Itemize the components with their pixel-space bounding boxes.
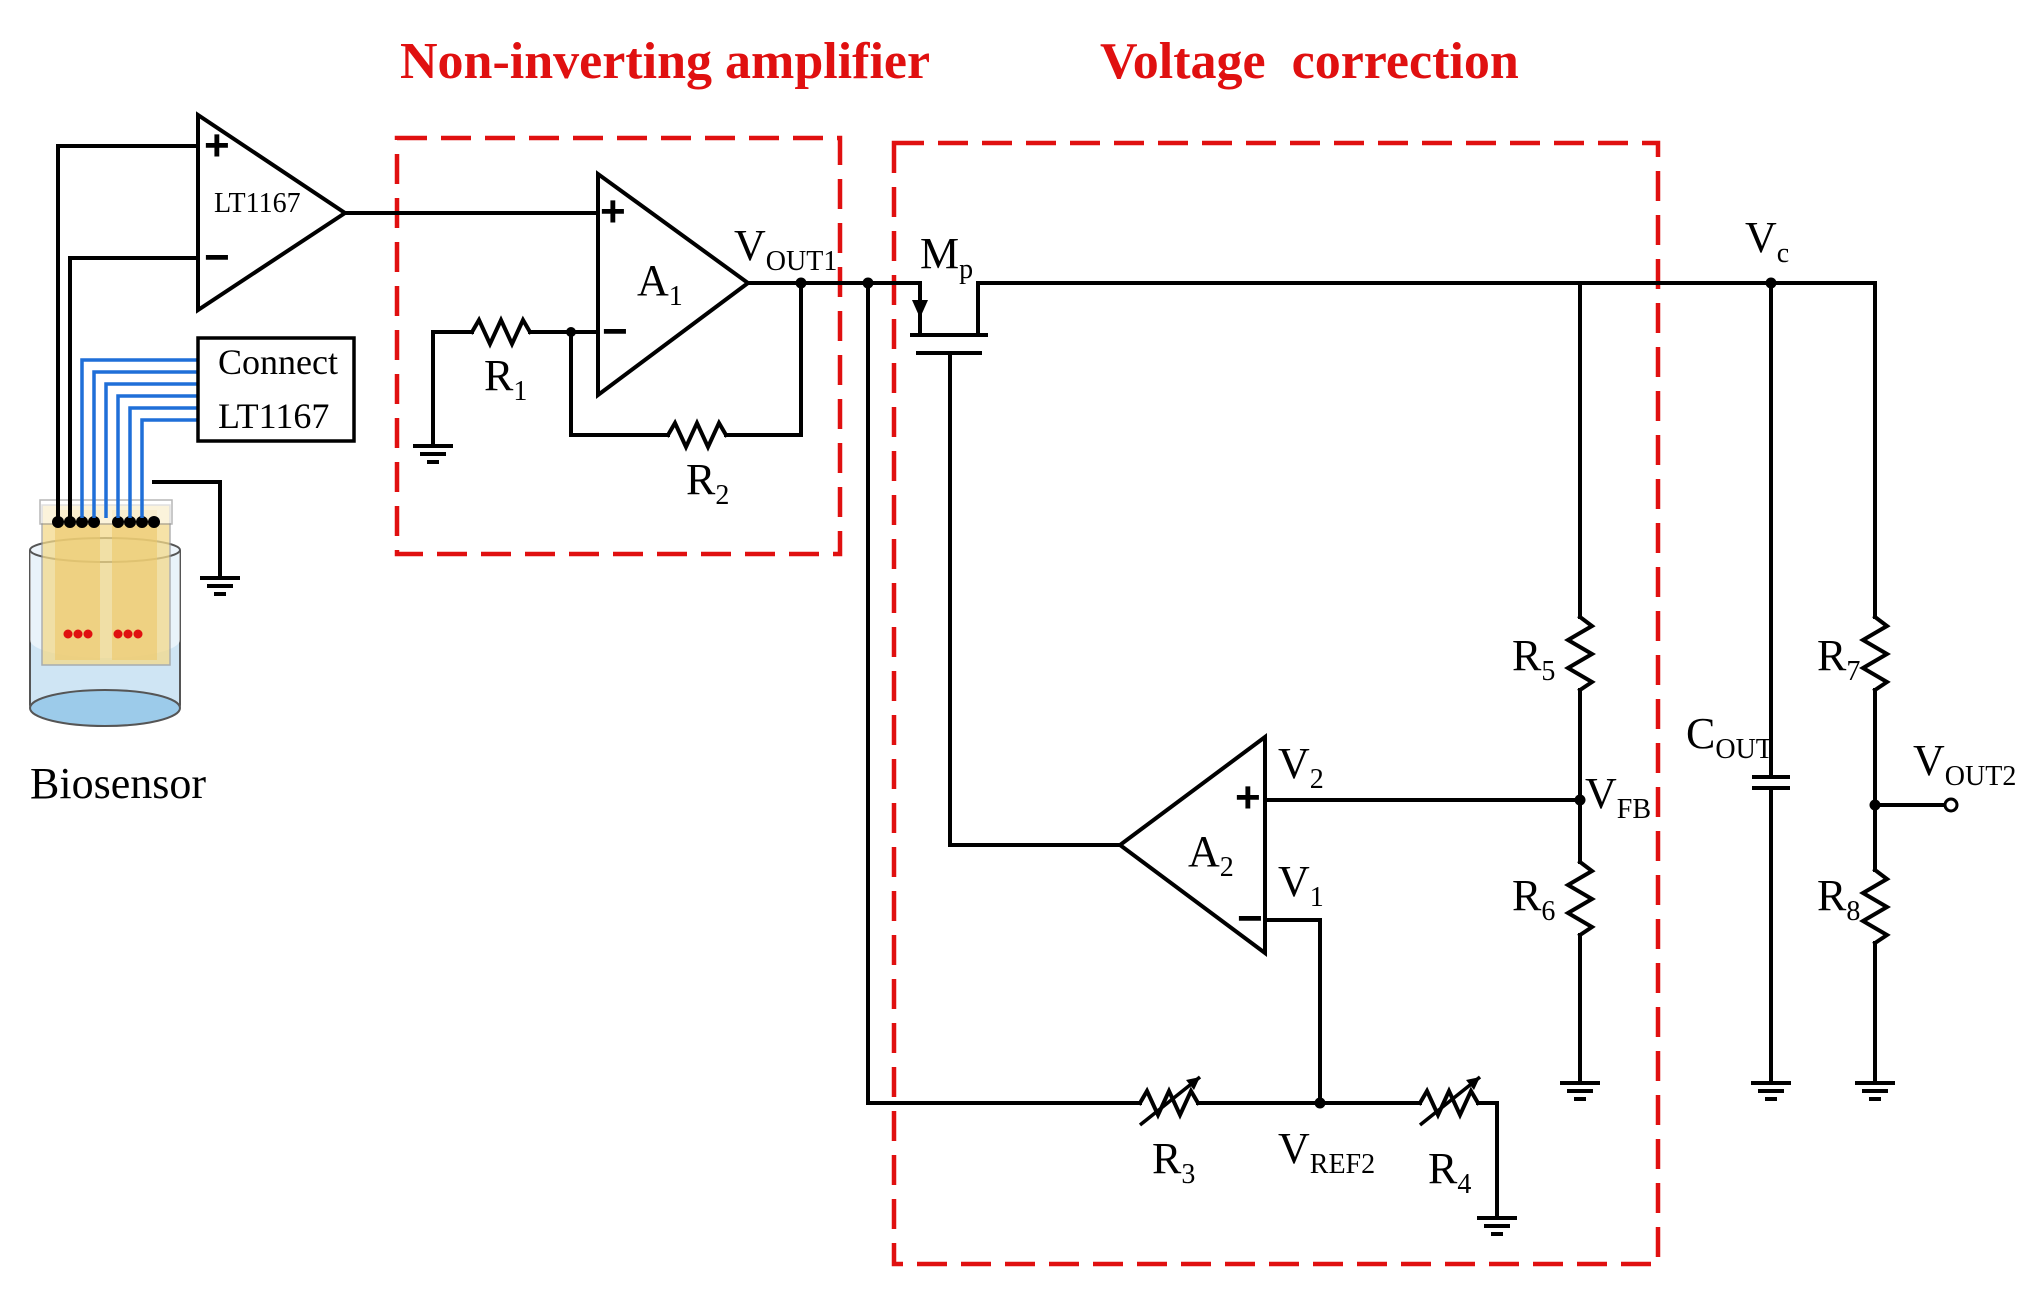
title-non-inverting-amplifier: Non-inverting amplifier <box>400 33 930 90</box>
r7-label: R7 <box>1817 631 1860 687</box>
connect-label: Connect <box>218 342 338 382</box>
connect-lt1167-label: LT1167 <box>218 396 329 436</box>
ina-minus-input-wire <box>68 256 200 520</box>
vc-rail <box>983 281 1877 619</box>
mp-gate-wire <box>948 351 1122 847</box>
ground-icon <box>198 576 242 596</box>
op-amp-a2 <box>1116 733 1267 957</box>
lt1167-amplifier <box>196 111 349 314</box>
resistor-r7 <box>1859 614 1891 693</box>
a1-plus-sign: + <box>600 187 626 236</box>
r1-label: R1 <box>484 351 527 407</box>
ground-icon <box>1749 1081 1793 1101</box>
op-amp-a1 <box>596 170 752 399</box>
resistor-r2 <box>665 418 729 452</box>
r4-label: R4 <box>1428 1144 1471 1200</box>
a2-minus-wire <box>1263 918 1322 1105</box>
connect-lt1167-box <box>196 336 356 443</box>
mp-arrow <box>912 300 928 318</box>
vout2-terminal <box>1943 797 1959 813</box>
r5-label: R5 <box>1512 631 1555 687</box>
r6-label: R6 <box>1512 871 1555 927</box>
vref2-node <box>1314 1097 1326 1109</box>
a2-label: A2 <box>1188 827 1234 883</box>
sensor-ground-wire <box>152 480 222 580</box>
vout1-node <box>795 277 807 289</box>
a1-minus-sign: − <box>602 307 628 356</box>
lt1167-label: LT1167 <box>214 188 301 219</box>
vout2-label: VOUT2 <box>1913 736 2016 792</box>
non-inverting-amplifier-box <box>394 135 843 557</box>
r3-arrow-head <box>1186 1077 1200 1090</box>
mp-drain-lead <box>976 281 987 337</box>
ground-icon <box>1558 1081 1602 1101</box>
a1-label: A1 <box>637 256 683 312</box>
ina-plus-input-wire <box>56 144 200 520</box>
r4-ground-wire <box>1476 1101 1499 1220</box>
resistor-r3 <box>1137 1086 1201 1120</box>
r1-ground-wire <box>431 330 474 434</box>
ground-icon <box>1475 1216 1519 1236</box>
title-voltage-correction: Voltage correction <box>1100 33 1519 90</box>
biosensor <box>29 499 181 727</box>
resistor-r4 <box>1417 1086 1481 1120</box>
r4-arrow-head <box>1466 1077 1480 1090</box>
electrode-dots <box>63 629 143 639</box>
mp-label: Mp <box>920 229 973 285</box>
vc-label: Vc <box>1745 213 1789 269</box>
vfb-label: VFB <box>1585 769 1651 825</box>
v1-label: V1 <box>1278 857 1324 913</box>
vout1-label: VOUT1 <box>734 221 837 277</box>
electrode-terminals <box>52 516 160 528</box>
vref2-label: VREF2 <box>1278 1124 1375 1180</box>
cout-label: COUT <box>1686 709 1773 765</box>
ground-icon <box>411 444 455 464</box>
r2-label: R2 <box>686 455 729 511</box>
resistor-r6 <box>1564 859 1596 938</box>
ground-icon <box>1853 1081 1897 1101</box>
resistor-r8 <box>1859 867 1891 946</box>
r8-label: R8 <box>1817 871 1860 927</box>
voltage-correction-box <box>891 140 1661 1267</box>
r2-left-wire <box>569 330 670 437</box>
lt1167-minus-sign: − <box>204 233 230 282</box>
r2-feedback-wire <box>724 281 803 437</box>
sensor-wires <box>80 358 198 518</box>
r3-label: R3 <box>1152 1134 1195 1190</box>
vout1-to-r3-wire <box>866 281 1142 1105</box>
a2-minus-sign: − <box>1237 894 1263 943</box>
lt1167-plus-sign: + <box>204 121 230 170</box>
resistor-r1 <box>469 315 533 349</box>
resistor-r5 <box>1564 614 1596 693</box>
v2-label: V2 <box>1278 739 1324 795</box>
a2-plus-sign: + <box>1235 773 1261 822</box>
biosensor-label: Biosensor <box>30 759 206 808</box>
